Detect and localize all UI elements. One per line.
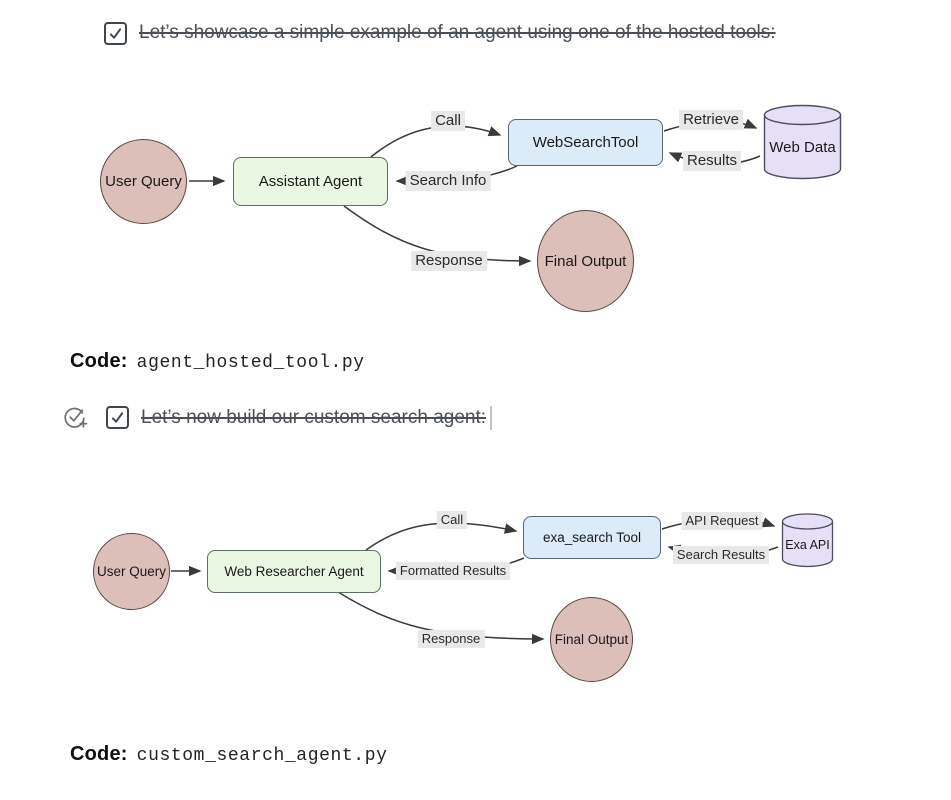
check-circle-plus-icon[interactable]	[61, 404, 88, 431]
node-final-output-2: Final Output	[550, 597, 633, 682]
edge-label-response-2: Response	[417, 630, 485, 648]
cylinder-icon	[781, 513, 834, 568]
check-icon	[109, 27, 122, 39]
node-label: User Query	[105, 173, 182, 190]
node-label: Exa API	[785, 538, 830, 552]
code-row-2: Code: custom_search_agent.py	[70, 743, 388, 766]
node-label: Assistant Agent	[258, 173, 363, 190]
node-websearchtool: WebSearchTool	[508, 119, 663, 166]
code-row-1: Code: agent_hosted_tool.py	[70, 350, 365, 373]
checkbox-checked-1[interactable]	[104, 21, 127, 45]
node-assistant-agent: Assistant Agent	[233, 157, 388, 206]
code-prefix: Code:	[70, 350, 128, 372]
node-final-output-1: Final Output	[537, 210, 634, 312]
node-label: exa_search Tool	[542, 530, 642, 545]
node-label: Web Data	[769, 139, 836, 156]
edge-label-search-info: Search Info	[405, 171, 491, 191]
node-user-query-1: User Query	[100, 139, 187, 224]
node-label: Final Output	[544, 252, 627, 270]
edge-label-call-2: Call	[436, 511, 468, 529]
edge-label-call-1: Call	[431, 111, 465, 131]
task-text-2[interactable]: Let’s now build our custom search agent:	[141, 406, 487, 428]
code-filename: custom_search_agent.py	[136, 746, 388, 766]
text-cursor	[490, 405, 493, 430]
edge-label-retrieve: Retrieve	[679, 110, 743, 130]
node-label: User Query	[96, 564, 167, 579]
code-filename: agent_hosted_tool.py	[136, 353, 365, 373]
cylinder-icon	[763, 104, 842, 180]
task-row-1: Let’s showcase a simple example of an ag…	[104, 20, 776, 46]
node-user-query-2: User Query	[93, 533, 170, 610]
node-label: WebSearchTool	[532, 134, 639, 151]
code-prefix: Code:	[70, 743, 128, 765]
edge-label-response-1: Response	[411, 251, 487, 271]
node-exa-api: Exa API	[781, 513, 834, 569]
checkbox-checked-2[interactable]	[106, 406, 129, 429]
edge-label-formatted-results: Formatted Results	[395, 562, 511, 580]
node-web-researcher-agent: Web Researcher Agent	[207, 550, 381, 593]
edge-label-search-results: Search Results	[672, 546, 770, 564]
node-label: Final Output	[554, 632, 629, 647]
check-icon	[111, 412, 124, 423]
edge-label-api-request: API Request	[681, 512, 763, 530]
node-label: Web Researcher Agent	[224, 564, 364, 579]
task-row-2: Let’s now build our custom search agent:	[61, 404, 493, 431]
node-exa-search-tool: exa_search Tool	[523, 516, 661, 559]
task-text-1[interactable]: Let’s showcase a simple example of an ag…	[139, 22, 776, 43]
node-web-data: Web Data	[763, 104, 842, 181]
edge-label-results: Results	[682, 151, 742, 171]
